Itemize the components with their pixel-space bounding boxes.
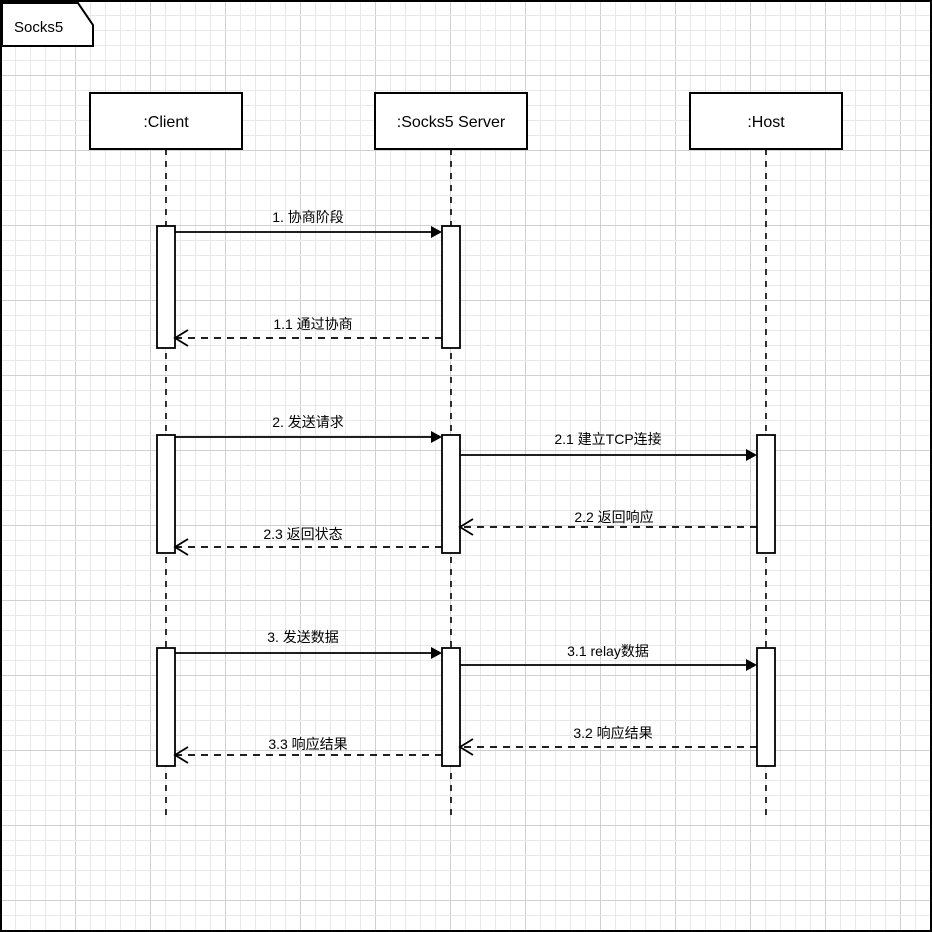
message-layer: 1. 协商阶段 1.1 通过协商 2. 发送请求 2.1 建立TCP连接 2.2 返回响… — [173, 209, 757, 764]
participant-label-client: :Client — [143, 114, 189, 131]
message-label-m2-2: 2.2 返回响应 — [574, 509, 653, 525]
message-label-m3-1: 3.1 relay数据 — [567, 643, 649, 659]
arrowhead-m2-1 — [746, 449, 757, 461]
frame-tab-shape — [1, 1, 94, 47]
arrowhead-m3-3 — [173, 746, 189, 764]
activation-layer — [156, 225, 776, 767]
message-m3-3[interactable]: 3.3 响应结果 — [173, 736, 442, 764]
message-label-m3-2: 3.2 响应结果 — [573, 725, 652, 741]
participant-box-server[interactable] — [374, 92, 528, 150]
participant-box-host[interactable] — [689, 92, 843, 150]
arrowhead-m1 — [431, 226, 442, 238]
message-m1[interactable]: 1. 协商阶段 — [175, 209, 442, 238]
participant-server[interactable]: :Socks5 Server — [374, 92, 528, 150]
arrowhead-m2-3 — [173, 538, 189, 556]
message-m3[interactable]: 3. 发送数据 — [175, 629, 442, 659]
frame-tab-label: Socks5 — [14, 19, 63, 36]
activation-bar-client-2 — [156, 434, 176, 554]
message-m2-1[interactable]: 2.1 建立TCP连接 — [460, 431, 757, 461]
activation-bar-server-1 — [441, 225, 461, 349]
arrowhead-m2 — [431, 431, 442, 443]
participant-label-host: :Host — [747, 114, 785, 131]
participant-layer: :Client :Socks5 Server :Host — [89, 92, 843, 150]
message-m2-3[interactable]: 2.3 返回状态 — [173, 526, 442, 556]
arrowhead-m3-2 — [458, 738, 474, 756]
activation-bar-server-3 — [441, 434, 461, 554]
message-label-m2-1: 2.1 建立TCP连接 — [554, 431, 661, 447]
message-label-m1: 1. 协商阶段 — [272, 209, 344, 225]
message-m2[interactable]: 2. 发送请求 — [175, 414, 442, 443]
message-label-m2: 2. 发送请求 — [272, 414, 344, 430]
message-label-m2-3: 2.3 返回状态 — [263, 526, 342, 542]
message-label-m3-3: 3.3 响应结果 — [268, 736, 347, 752]
message-m3-2[interactable]: 3.2 响应结果 — [458, 725, 757, 756]
activation-bar-client-5 — [156, 647, 176, 767]
activation-bar-host-7 — [756, 647, 776, 767]
message-m3-1[interactable]: 3.1 relay数据 — [460, 643, 757, 671]
message-m2-2[interactable]: 2.2 返回响应 — [458, 509, 757, 536]
activation-bar-client-0 — [156, 225, 176, 349]
message-label-m3: 3. 发送数据 — [267, 629, 339, 645]
participant-box-client[interactable] — [89, 92, 243, 150]
activation-bar-server-6 — [441, 647, 461, 767]
activation-bar-host-4 — [756, 434, 776, 554]
participant-label-server: :Socks5 Server — [397, 114, 506, 131]
arrowhead-m2-2 — [458, 518, 474, 536]
arrowhead-m3 — [431, 647, 442, 659]
message-label-m1-1: 1.1 通过协商 — [273, 316, 352, 332]
arrowhead-m3-1 — [746, 659, 757, 671]
arrowhead-m1-1 — [173, 329, 189, 347]
message-m1-1[interactable]: 1.1 通过协商 — [173, 316, 442, 347]
participant-client[interactable]: :Client — [89, 92, 243, 150]
participant-host[interactable]: :Host — [689, 92, 843, 150]
